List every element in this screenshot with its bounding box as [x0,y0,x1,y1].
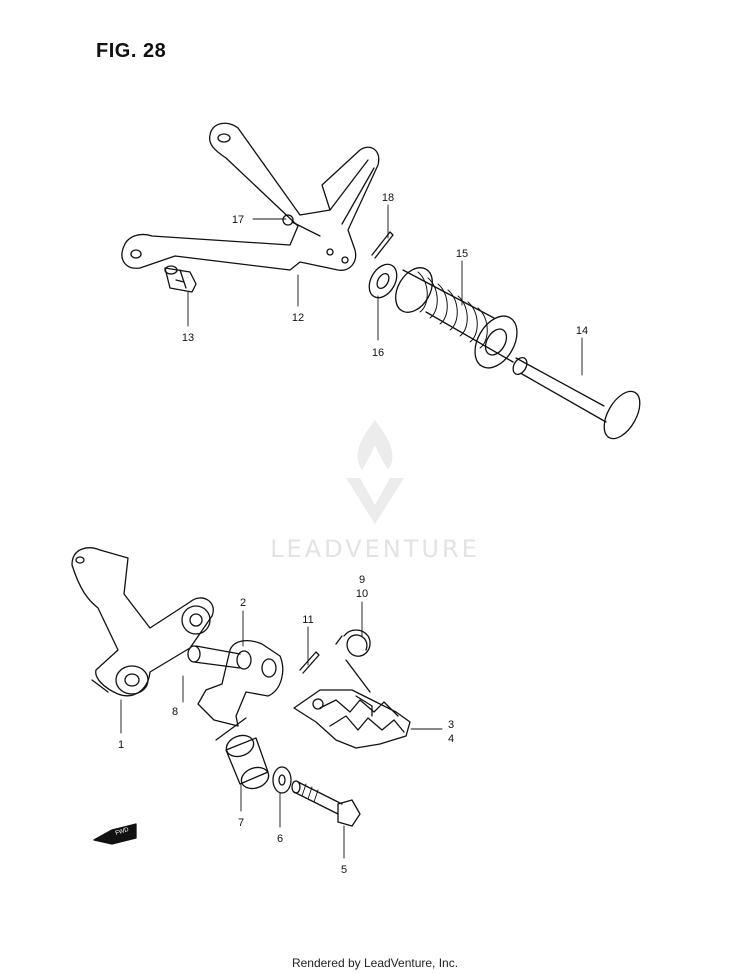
callout-2: 2 [240,597,246,609]
cotter-pin-11 [299,651,320,674]
figure-title: FIG. 28 [96,40,167,62]
footpeg-3-4 [293,689,411,749]
watermark-brand: LEADVENTURE [270,535,480,563]
callout-14: 14 [576,325,588,337]
footrest-bracket [121,122,380,271]
callout-labels: 1 2 3 4 5 6 7 8 9 10 11 12 13 14 15 16 1… [115,192,588,876]
pivot-pin-8 [187,645,241,669]
fwd-label: FWD [115,827,130,837]
callout-16: 16 [372,347,384,359]
callout-18: 18 [382,192,394,204]
footpeg-pin-14 [512,356,641,440]
bracket-1 [71,547,214,697]
callout-4: 4 [448,733,454,745]
callout-11: 11 [302,614,313,626]
callout-3: 3 [448,719,454,731]
callout-10: 10 [356,588,368,600]
bolt-13 [164,265,197,293]
footpeg-holder-2 [197,639,284,741]
spring-9-10 [335,629,371,693]
callout-5: 5 [341,864,347,876]
pin-17 [282,214,321,237]
callout-12: 12 [292,312,304,324]
cotter-pin-18 [371,231,394,259]
washer-6 [272,766,292,794]
rubber-grip-15 [395,267,518,369]
bolt-5 [291,780,361,827]
callout-17: 17 [232,214,244,226]
callout-6: 6 [277,833,283,845]
collar-7 [225,734,270,790]
fwd-arrow-icon [93,823,137,845]
callout-7: 7 [238,817,244,829]
washer-16 [368,263,398,299]
footer-credit: Rendered by LeadVenture, Inc. [291,956,459,970]
callout-8: 8 [172,706,178,718]
callout-9: 9 [359,574,365,586]
leader-lines [120,204,583,859]
callout-13: 13 [182,332,194,344]
callout-1: 1 [118,739,124,751]
callout-15: 15 [456,248,468,260]
watermark-logo [346,420,404,524]
